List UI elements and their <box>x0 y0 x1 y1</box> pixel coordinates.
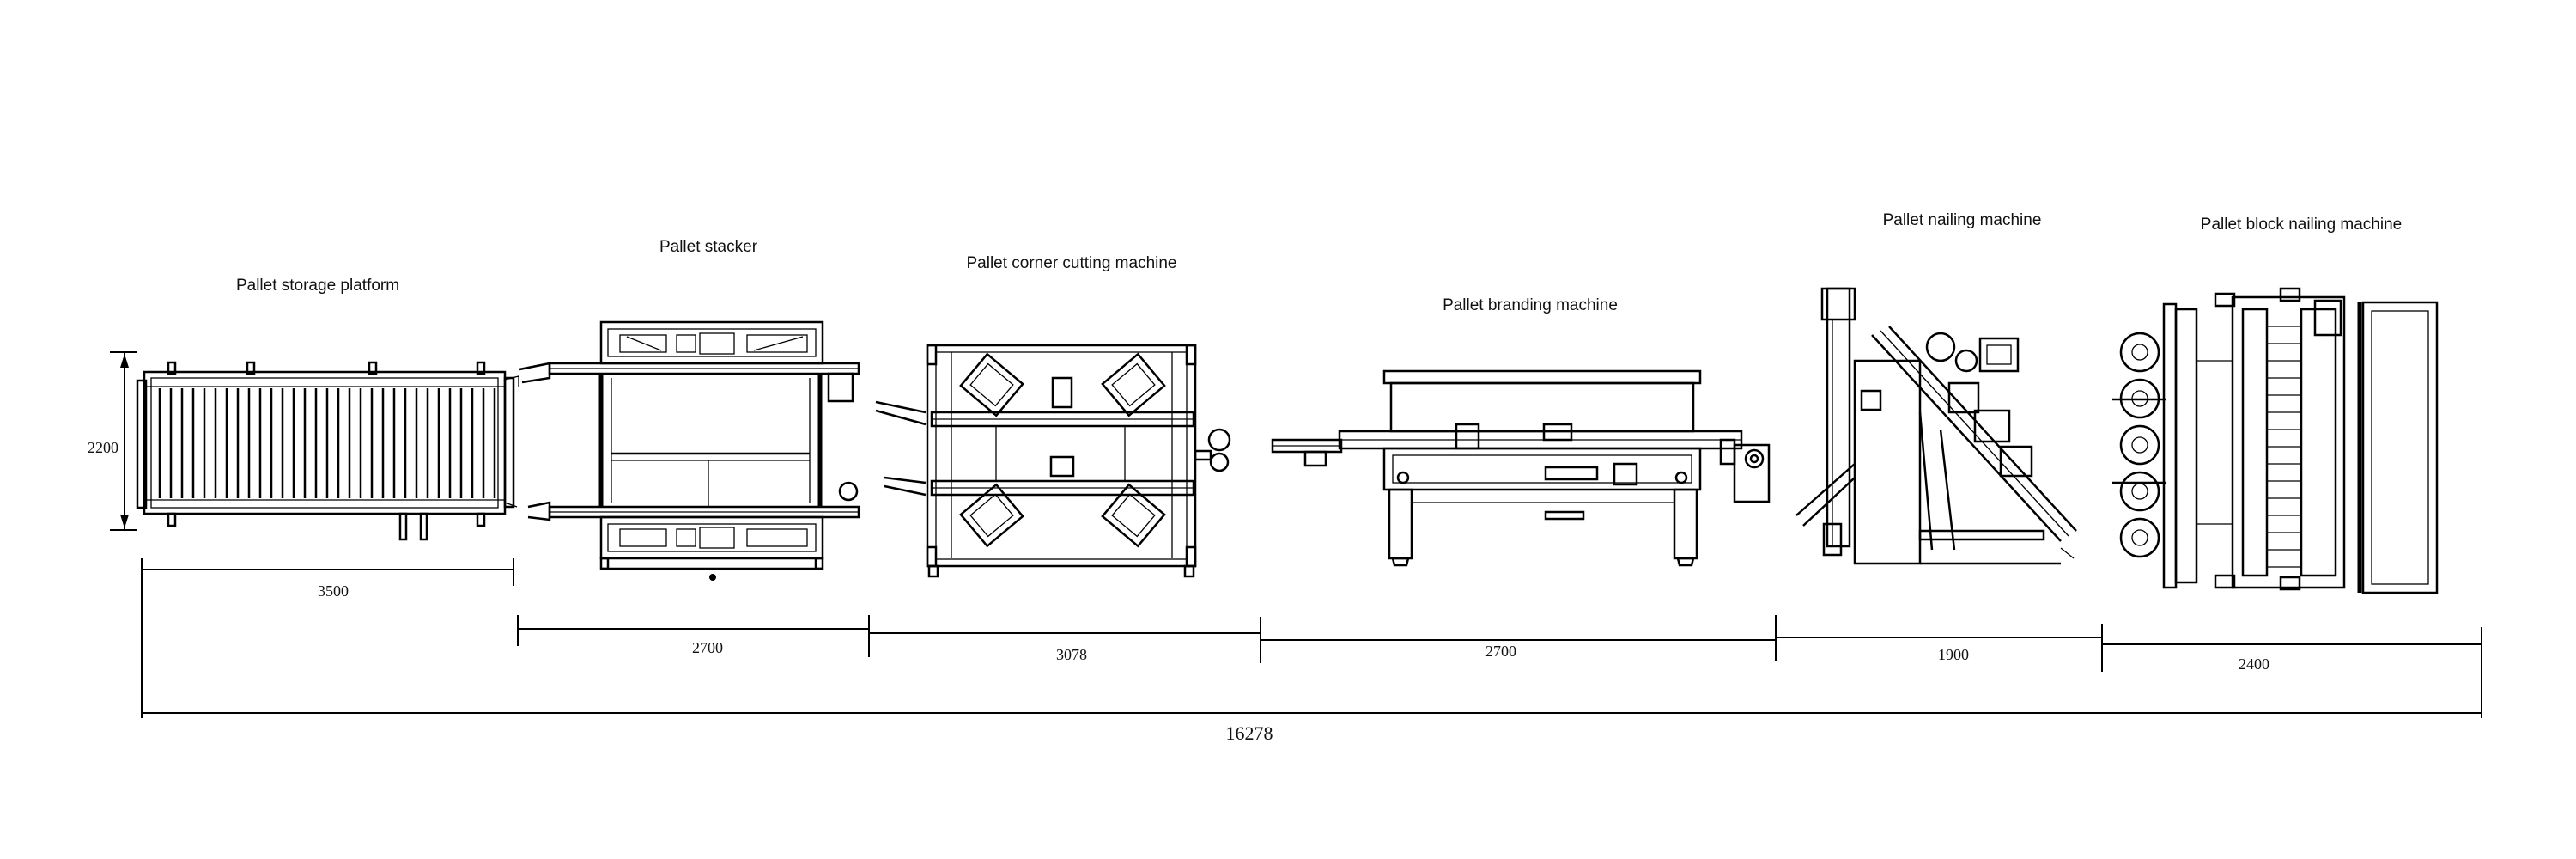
dim-nailing: 1900 <box>1938 646 1969 663</box>
dim-block-nailing: 2400 <box>2239 655 2269 673</box>
height-dimension-label: 2200 <box>88 439 118 456</box>
dim-stacker: 2700 <box>692 639 723 656</box>
corner-cutting-drawing <box>875 344 1231 578</box>
dim-corner-cutting: 3078 <box>1056 646 1087 663</box>
block-nailing-drawing <box>2112 287 2439 594</box>
label-branding: Pallet branding machine <box>1443 296 1618 314</box>
branding-drawing <box>1271 369 1771 567</box>
dim-storage-platform: 3500 <box>318 582 349 600</box>
height-dimension: 2200 <box>88 351 137 531</box>
nailing-drawing <box>1795 287 2077 565</box>
stacker-drawing <box>519 320 860 581</box>
total-dimension: 16278 <box>141 586 2482 744</box>
label-corner-cutting: Pallet corner cutting machine <box>966 254 1176 272</box>
label-nailing: Pallet nailing machine <box>1883 211 2042 229</box>
total-dimension-label: 16278 <box>1226 722 1273 744</box>
dim-branding: 2700 <box>1485 643 1516 660</box>
storage-platform-drawing <box>136 361 519 541</box>
segment-dimensions: 3500 2700 3078 2700 1900 2400 <box>141 558 2482 718</box>
label-block-nailing: Pallet block nailing machine <box>2201 216 2402 234</box>
label-stacker: Pallet stacker <box>659 238 758 256</box>
label-storage-platform: Pallet storage platform <box>236 277 399 295</box>
